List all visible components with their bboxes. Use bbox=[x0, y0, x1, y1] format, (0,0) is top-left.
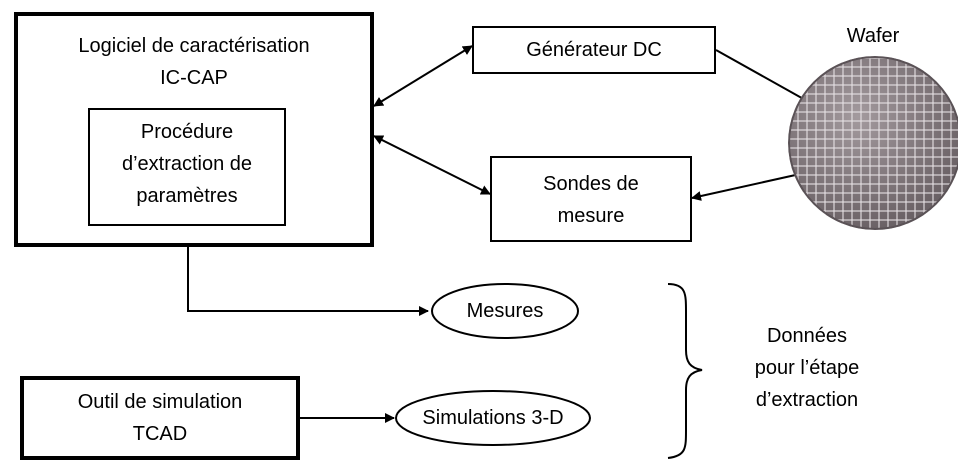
arrow-generateur-wafer bbox=[715, 49, 817, 107]
procedure-line3: paramètres bbox=[136, 185, 238, 207]
mesures-label: Mesures bbox=[466, 300, 544, 322]
outil-line2: TCAD bbox=[132, 423, 188, 445]
procedure-line2: d’extraction de bbox=[121, 153, 253, 175]
simulations-oval bbox=[395, 390, 591, 446]
mesures-oval bbox=[431, 283, 579, 339]
arrow-iccap-sondes bbox=[373, 135, 491, 195]
simulations-label: Simulations 3-D bbox=[422, 407, 564, 429]
curly-brace bbox=[667, 283, 703, 459]
outil-tcad-box bbox=[20, 376, 300, 460]
generateur-dc-box bbox=[472, 26, 716, 74]
sondes-line1: Sondes de bbox=[543, 173, 639, 195]
sondes-line2: mesure bbox=[557, 205, 625, 227]
wafer-image bbox=[788, 56, 958, 230]
procedure-line1: Procédure bbox=[140, 121, 234, 143]
generateur-dc-label: Générateur DC bbox=[526, 39, 662, 61]
arrow-procedure-mesures bbox=[187, 226, 429, 316]
procedure-box bbox=[88, 108, 286, 226]
wafer-label: Wafer bbox=[846, 25, 900, 47]
outil-line1: Outil de simulation bbox=[77, 391, 243, 413]
donnees-line2: pour l’étape bbox=[754, 357, 860, 379]
arrow-iccap-generateur bbox=[373, 45, 473, 107]
ic-cap-title-line1: Logiciel de caractérisation bbox=[78, 35, 310, 57]
ic-cap-title-line2: IC-CAP bbox=[160, 67, 228, 89]
donnees-line3: d’extraction bbox=[755, 389, 859, 411]
sondes-box bbox=[490, 156, 692, 242]
donnees-line1: Données bbox=[766, 325, 848, 347]
